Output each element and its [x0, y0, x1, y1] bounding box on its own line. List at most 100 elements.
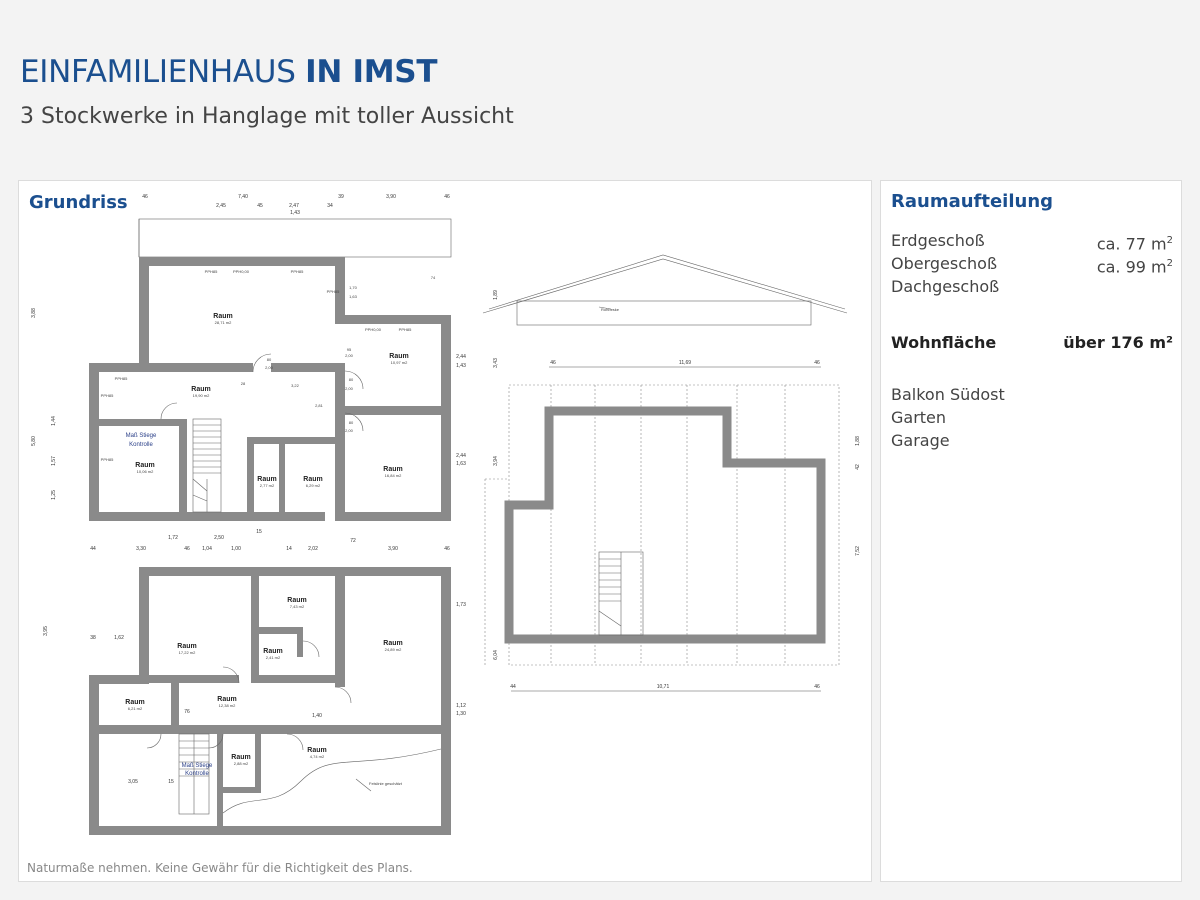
- room-area: 6,21 m2: [128, 706, 143, 711]
- dimension-label: 5,80: [31, 436, 37, 446]
- room-area: 28,71 m2: [215, 320, 232, 325]
- door-dimension: 80: [349, 420, 354, 425]
- upper-stairs: [192, 418, 222, 513]
- dimension-label: 1,70: [349, 285, 358, 290]
- dimension-label: 2,81: [315, 403, 324, 408]
- dimension-label: 7,40: [238, 194, 248, 200]
- door-dimension: 80: [349, 377, 354, 382]
- wall: [259, 627, 303, 634]
- living-area-row: Wohnfläche über 176 m²: [891, 333, 1173, 353]
- room-area: 6,29 m2: [306, 483, 321, 488]
- room-label: Raum: [231, 754, 250, 761]
- dimension-label: 28: [241, 381, 246, 386]
- dimension-label: 15: [256, 529, 262, 535]
- roof-note: Rohbeske: [601, 307, 620, 312]
- window-label: PPH0,00: [233, 269, 250, 274]
- wall: [217, 787, 259, 793]
- dimension-label: 46: [814, 684, 820, 690]
- room-label: Raum: [213, 313, 232, 320]
- floor-name: Erdgeschoß: [891, 231, 985, 250]
- dimension-label: 14: [286, 546, 292, 552]
- dimension-label: 46: [814, 360, 820, 366]
- floor-area-value: ca. 99 m: [1096, 257, 1167, 277]
- living-area-value: über 176 m²: [1063, 333, 1173, 352]
- dimension-label: 2,50: [214, 535, 224, 541]
- wall: [335, 567, 345, 687]
- wall: [171, 683, 179, 725]
- wall: [279, 437, 285, 515]
- floor-row-attic: Dachgeschoß: [891, 277, 1173, 297]
- floor-name: Obergeschoß: [891, 254, 998, 273]
- dimension-label: 1,40: [312, 713, 322, 719]
- dimension-label: 2,45: [216, 203, 226, 209]
- room-area: 2,41 m2: [266, 655, 281, 660]
- wall: [139, 257, 149, 365]
- wall: [89, 675, 99, 835]
- room-label: Raum: [177, 643, 196, 650]
- dimension-label: 46: [444, 194, 450, 200]
- wall: [89, 675, 149, 684]
- roof-grid: [484, 384, 840, 666]
- floor-area: ca. 77 m2: [1097, 231, 1173, 254]
- room-area: 10,06 m2: [137, 469, 154, 474]
- upper-floor-plan: [89, 218, 452, 521]
- wall: [139, 567, 451, 576]
- wall: [441, 315, 451, 521]
- window-label: PPH85: [399, 327, 412, 332]
- room-label: Raum: [383, 640, 402, 647]
- dimension-label: 2,44: [456, 354, 466, 360]
- floor-area-value: ca. 77 m: [1096, 234, 1167, 254]
- dimension-label: 3,88: [31, 308, 37, 318]
- dimension-label: 6,04: [493, 650, 499, 660]
- wall: [149, 675, 239, 683]
- dimension-label: 72: [350, 538, 356, 544]
- dimension-label: 1,63: [456, 461, 466, 467]
- wall: [255, 734, 261, 793]
- room-area: 17,22 m2: [179, 650, 196, 655]
- window-label: PPH85: [205, 269, 218, 274]
- door-dimension: 2,00: [345, 386, 354, 391]
- dimension-label: 3,90: [386, 194, 396, 200]
- feature-garden: Garten: [891, 408, 947, 427]
- room-area: 7,43 m2: [290, 604, 305, 609]
- roof-outline: [504, 406, 826, 644]
- wall: [247, 437, 335, 444]
- floor-row-upper: Obergeschoß ca. 99 m2: [891, 254, 1173, 277]
- dimension-label: 15: [168, 779, 174, 785]
- dimension-label: 3,30: [136, 546, 146, 552]
- feature-balcony: Balkon Südost: [891, 385, 1005, 404]
- room-area: 24,89 m2: [385, 647, 402, 652]
- wall: [297, 627, 303, 657]
- dimension-label: 3,22: [291, 383, 300, 388]
- dimension-label: 44: [510, 684, 516, 690]
- room-area: 12,38 m2: [219, 703, 236, 708]
- stair-note: Maß Stiege: [126, 433, 157, 439]
- door-dimension: 2,00: [345, 428, 354, 433]
- door-dimension: 95: [347, 347, 352, 352]
- page-title: EINFAMILIENHAUS IN IMST: [20, 54, 437, 90]
- wall: [345, 406, 441, 415]
- room-label: Raum: [287, 597, 306, 604]
- room-label: Raum: [263, 648, 282, 655]
- ground-floor-plan: [89, 567, 451, 835]
- room-label: Raum: [135, 462, 154, 469]
- dimension-label: 1,04: [202, 546, 212, 552]
- window-label: PPH85: [327, 289, 340, 294]
- dimension-label: 46: [184, 546, 190, 552]
- roof-stairs: [598, 551, 644, 636]
- window-label: PPH85: [101, 457, 114, 462]
- dimension-label: 46: [444, 546, 450, 552]
- wall: [179, 419, 187, 515]
- wall: [139, 257, 345, 266]
- living-area-label: Wohnfläche: [891, 333, 997, 352]
- dimension-label: 1,73: [456, 602, 466, 608]
- floor-area-unit-sup: 2: [1166, 258, 1173, 269]
- page-subtitle: 3 Stockwerke in Hanglage mit toller Auss…: [20, 104, 514, 129]
- dimension-label: 39: [338, 194, 344, 200]
- room-area: 19,90 m2: [193, 393, 210, 398]
- dimension-label: 34: [327, 203, 333, 209]
- dimension-label: 1,62: [114, 635, 124, 641]
- door-dimension: 2,00: [265, 365, 274, 370]
